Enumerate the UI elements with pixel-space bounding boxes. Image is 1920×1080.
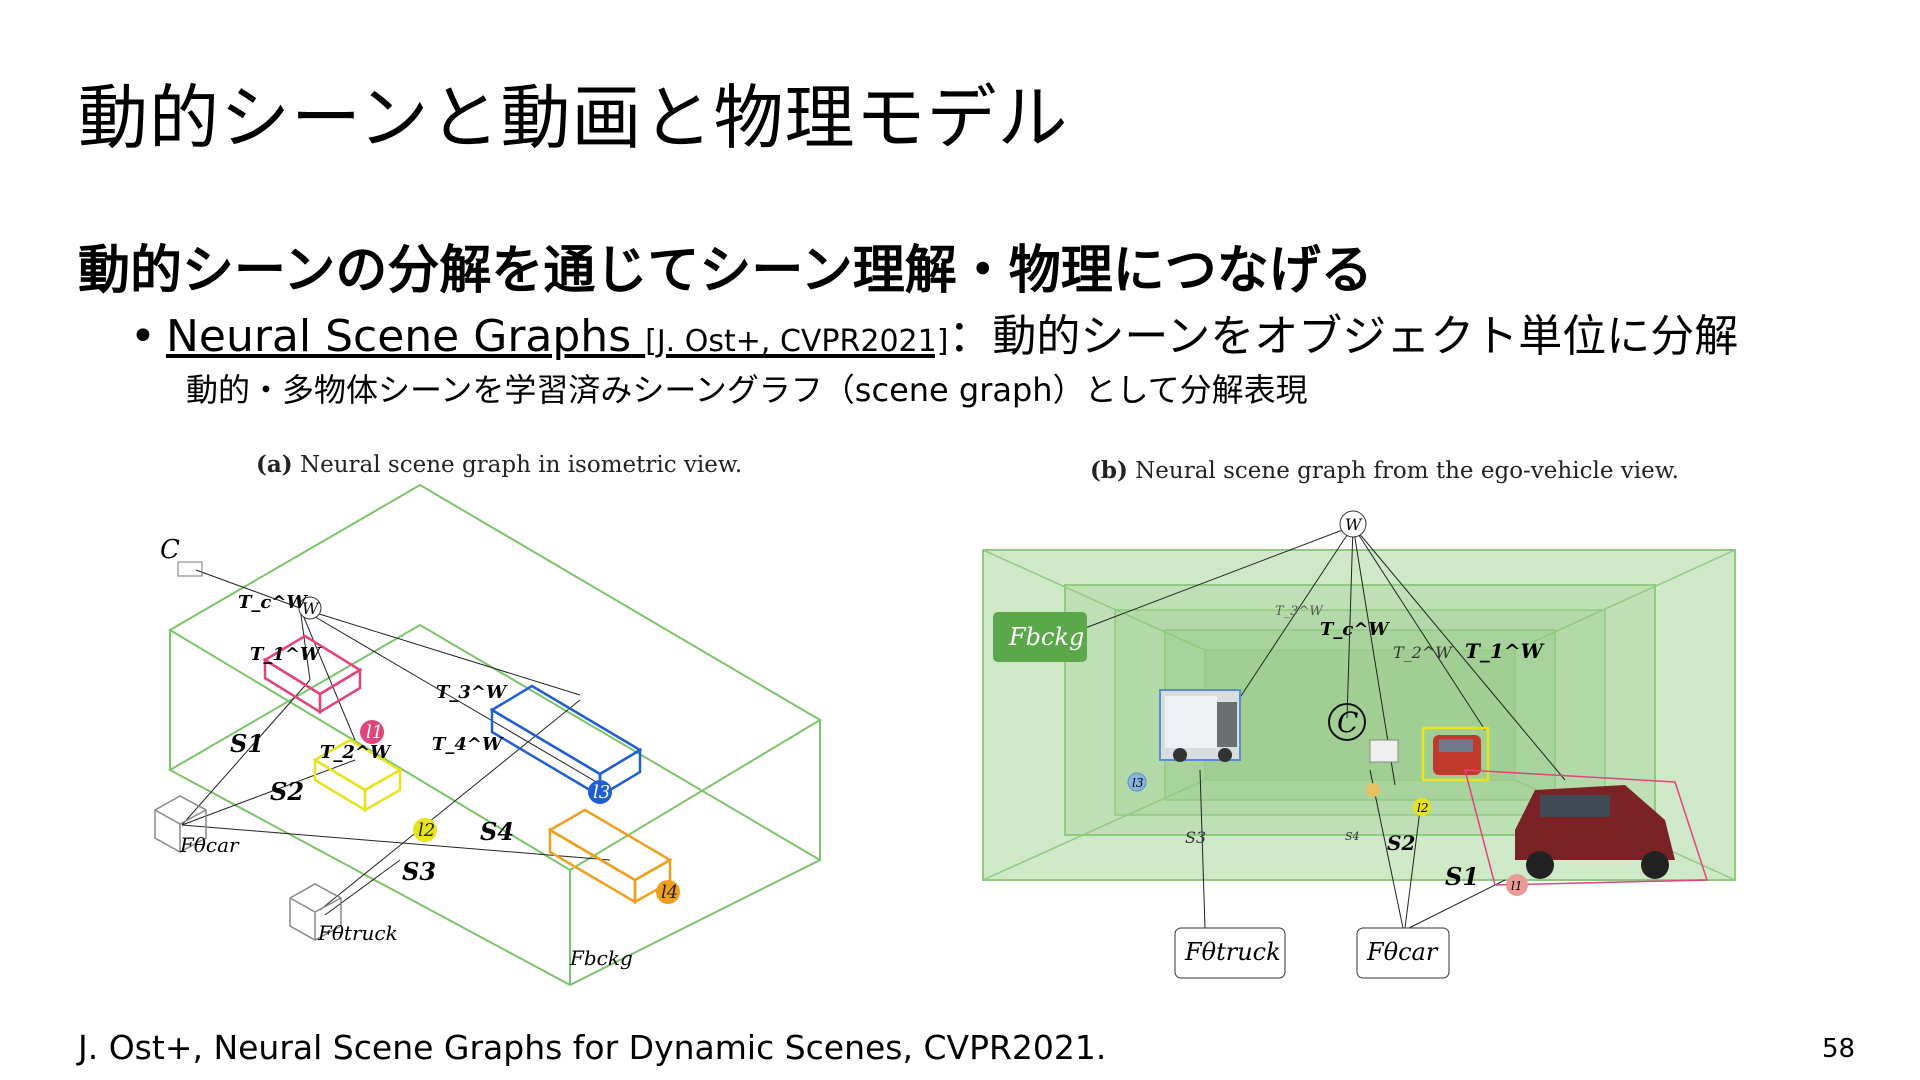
t3-label-b: T_3^W xyxy=(1275,604,1324,619)
s1-label-a: S1 xyxy=(230,729,264,758)
page-number: 58 xyxy=(1822,1034,1856,1064)
scene-volume xyxy=(167,483,823,987)
f-car-label-b: Fθcar xyxy=(1366,938,1439,966)
bullet-item: •Neural Scene Graphs [J. Ost+, CVPR2021]… xyxy=(130,300,1738,364)
t2-label-a: T_2^W xyxy=(320,742,392,763)
truck-model-box xyxy=(1174,927,1286,979)
f-bckg-label-b: Fbckg xyxy=(1008,623,1084,651)
camera-icon xyxy=(177,561,203,577)
figure-b-ego-view: (b) Neural scene graph from the ego-vehi… xyxy=(982,457,1736,979)
f-truck-label-b: Fθtruck xyxy=(1184,938,1281,966)
s1-label-b: S1 xyxy=(1445,862,1479,891)
t2-label-b: T_2^W xyxy=(1393,643,1453,662)
s2-label-a: S2 xyxy=(270,777,304,806)
bullet-link[interactable]: Neural Scene Graphs [J. Ost+, CVPR2021] xyxy=(166,311,948,362)
s4-label-b: S4 xyxy=(1345,830,1360,843)
f-car-label-a: Fθcar xyxy=(179,833,240,857)
camera-label-b: C xyxy=(1337,706,1358,739)
s3-label-a: S3 xyxy=(402,857,436,886)
box-pink xyxy=(262,634,363,715)
box-orange xyxy=(547,808,673,905)
slide-title: 動的シーンと動画と物理モデル xyxy=(78,77,1069,159)
camera-icon-b xyxy=(1369,739,1399,763)
t3-label-a: T_3^W xyxy=(436,682,508,703)
paper-reference: [J. Ost+, CVPR2021] xyxy=(645,324,949,359)
l4-label: l4 xyxy=(661,882,678,903)
truck-image xyxy=(1159,689,1241,762)
red-car-small xyxy=(1421,726,1490,782)
s2-label-b: S2 xyxy=(1387,831,1415,855)
figure-b-caption-tag: (b) xyxy=(1090,457,1128,484)
camera-label-a: C xyxy=(160,535,180,565)
paper-link-text: Neural Scene Graphs xyxy=(165,311,632,362)
figure-a-caption-text: Neural scene graph in isometric view. xyxy=(300,452,742,478)
citation-footer: J. Ost+, Neural Scene Graphs for Dynamic… xyxy=(78,1028,1107,1067)
tc-label-b: T_c^W xyxy=(1320,619,1390,640)
l3-label: l3 xyxy=(593,782,610,803)
t1-label-a: T_1^W xyxy=(250,644,322,665)
figure-a-caption-tag: (a) xyxy=(256,451,293,478)
figure-b-caption-text: Neural scene graph from the ego-vehicle … xyxy=(1135,458,1679,484)
l2-label: l2 xyxy=(418,820,435,841)
graph-edges xyxy=(181,569,611,916)
figure-a-caption: (a) Neural scene graph in isometric view… xyxy=(256,451,742,478)
cube-truck-icon xyxy=(289,883,342,941)
s4-label-a: S4 xyxy=(480,817,514,846)
t4-label-a: T_4^W xyxy=(432,734,504,755)
box-yellow xyxy=(312,738,403,813)
s3-label-b: S3 xyxy=(1185,828,1206,847)
car-model-box xyxy=(1356,927,1450,979)
bullet-marker: • xyxy=(130,311,156,362)
section-heading: 動的シーンの分解を通じてシーン理解・物理につなげる xyxy=(78,241,1373,301)
world-node-a: W xyxy=(302,599,320,618)
tc-label-a: T_c^W xyxy=(238,592,308,613)
object-boxes xyxy=(262,634,673,905)
bullet-description: ：動的シーンをオブジェクト単位に分解 xyxy=(948,311,1739,362)
figure-b-caption: (b) Neural scene graph from the ego-vehi… xyxy=(1090,457,1679,484)
red-car-large xyxy=(1464,769,1709,886)
world-node-b: W xyxy=(1345,515,1363,534)
f-bckg-label-a: Fbckg xyxy=(569,946,633,970)
sub-bullet-text: 動的・多物体シーンを学習済みシーングラフ（scene graph）として分解表現 xyxy=(186,371,1308,409)
figure-a-isometric: (a) Neural scene graph in isometric view… xyxy=(154,451,823,987)
f-truck-label-a: Fθtruck xyxy=(317,921,398,945)
l2-label-b: l2 xyxy=(1417,801,1428,815)
bckg-model-box xyxy=(993,612,1087,662)
cube-car-icon xyxy=(154,795,207,853)
l1-label-b: l1 xyxy=(1511,879,1522,893)
t1-label-b: T_1^W xyxy=(1465,639,1546,663)
l1-label: l1 xyxy=(366,722,383,743)
l3-label-b: l3 xyxy=(1132,776,1144,790)
